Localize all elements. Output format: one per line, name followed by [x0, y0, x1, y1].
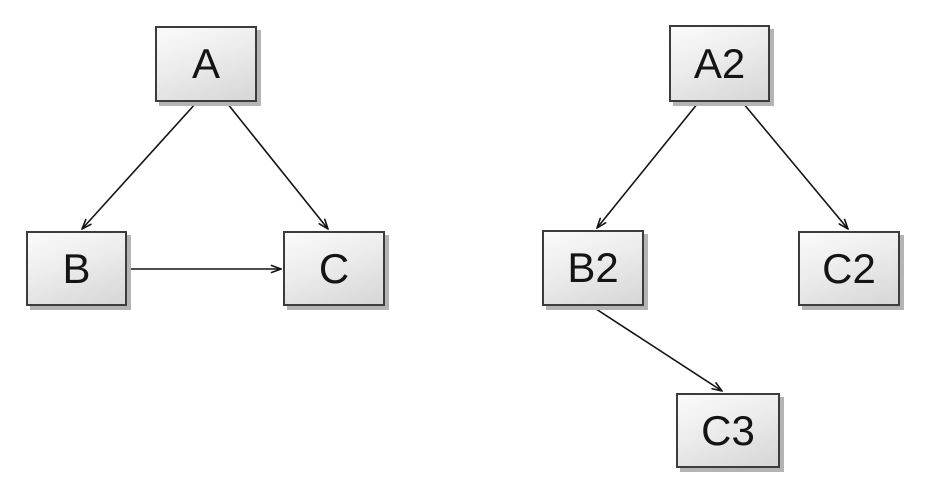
edges-group: [82, 102, 848, 391]
node-label: C: [318, 244, 350, 292]
node-C[interactable]: C: [283, 231, 385, 306]
node-label: B: [62, 244, 91, 292]
edge-A2-to-B2[interactable]: [597, 102, 699, 228]
node-B2[interactable]: B2: [542, 230, 644, 306]
edge-A-to-B[interactable]: [82, 102, 197, 229]
node-label: C2: [822, 244, 876, 292]
node-label: B2: [567, 244, 619, 291]
node-C2[interactable]: C2: [798, 231, 900, 306]
node-label: C3: [701, 406, 755, 454]
edge-A2-to-C2[interactable]: [742, 102, 848, 229]
node-label: A2: [693, 39, 746, 87]
node-C3[interactable]: C3: [676, 393, 780, 468]
node-A2[interactable]: A2: [669, 25, 770, 102]
node-label: A: [191, 40, 220, 87]
node-B[interactable]: B: [26, 231, 127, 306]
node-A[interactable]: A: [155, 26, 257, 102]
edge-B2-to-C3[interactable]: [592, 306, 722, 391]
edge-A-to-C[interactable]: [226, 102, 328, 229]
